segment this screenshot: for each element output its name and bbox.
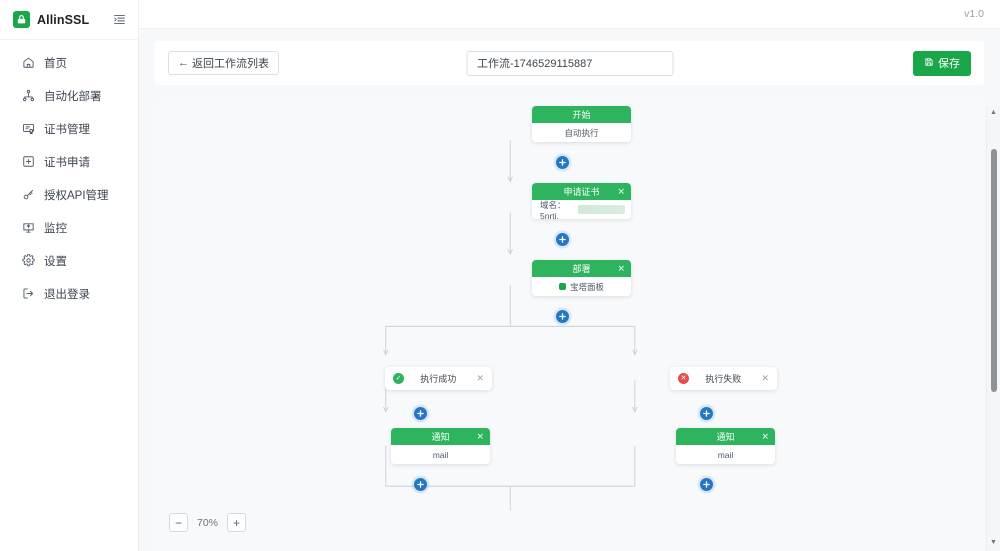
sidebar-nav: 首页 自动化部署 bbox=[0, 40, 138, 310]
node-subtitle: mail bbox=[717, 449, 734, 460]
home-icon bbox=[21, 56, 35, 70]
node-header: 申请证书 ✕ bbox=[532, 183, 631, 200]
add-node-button[interactable] bbox=[556, 310, 569, 323]
add-node-button[interactable] bbox=[414, 478, 427, 491]
zoom-level-label: 70% bbox=[197, 516, 219, 529]
sidebar-item-home[interactable]: 首页 bbox=[0, 46, 138, 79]
key-icon bbox=[21, 188, 35, 202]
node-body: mail bbox=[391, 445, 490, 464]
failure-cross-icon: ✕ bbox=[678, 373, 689, 384]
sitemap-icon bbox=[21, 89, 35, 103]
flow-node-start[interactable]: 开始 自动执行 bbox=[532, 106, 631, 142]
save-icon bbox=[924, 57, 934, 70]
node-title: 执行失败 bbox=[705, 374, 742, 384]
sidebar-item-label: 首页 bbox=[44, 57, 67, 70]
node-header: 部署 ✕ bbox=[532, 260, 631, 277]
node-header: 通知 ✕ bbox=[676, 428, 775, 445]
close-icon[interactable]: ✕ bbox=[761, 431, 769, 441]
close-icon[interactable]: ✕ bbox=[476, 431, 484, 441]
close-icon[interactable]: ✕ bbox=[617, 186, 625, 196]
node-header: 开始 bbox=[532, 106, 631, 123]
node-title: 执行成功 bbox=[420, 374, 457, 384]
arrow-left-icon: ← bbox=[178, 57, 189, 69]
close-icon[interactable]: ✕ bbox=[761, 373, 769, 383]
sidebar-item-label: 证书申请 bbox=[44, 156, 90, 169]
version-label: v1.0 bbox=[964, 8, 984, 20]
add-node-button[interactable] bbox=[556, 156, 569, 169]
node-subtitle: 宝塔面板 bbox=[569, 281, 604, 292]
node-body: 自动执行 bbox=[532, 123, 631, 142]
zoom-out-button[interactable]: − bbox=[169, 513, 188, 532]
node-title: 通知 bbox=[431, 432, 450, 442]
sidebar-item-label: 证书管理 bbox=[44, 123, 90, 136]
scroll-up-icon[interactable]: ▲ bbox=[990, 109, 997, 116]
main-area: v1.0 ← 返回工作流列表 保存 bbox=[139, 0, 1000, 551]
save-button-label: 保存 bbox=[938, 58, 960, 70]
brand-header: AllinSSL bbox=[0, 0, 138, 40]
flow-node-notify-success[interactable]: 通知 ✕ mail bbox=[391, 428, 490, 464]
sidebar-item-label: 授权API管理 bbox=[44, 189, 109, 202]
node-body: 域名：5nrtj. bbox=[532, 200, 631, 219]
sidebar-item-label: 设置 bbox=[44, 255, 67, 268]
flow-graph: 开始 自动执行 申请证书 ✕ bbox=[155, 97, 984, 551]
node-title: 通知 bbox=[716, 432, 735, 442]
scroll-down-icon[interactable]: ▼ bbox=[990, 539, 997, 546]
gear-icon bbox=[21, 254, 35, 268]
back-button-label: 返回工作流列表 bbox=[192, 58, 269, 70]
lock-icon bbox=[13, 11, 30, 28]
workflow-name-input[interactable] bbox=[466, 50, 673, 76]
zoom-controls: − 70% + bbox=[169, 513, 247, 532]
node-title: 开始 bbox=[572, 110, 591, 120]
add-node-button[interactable] bbox=[556, 233, 569, 246]
workflow-canvas[interactable]: 开始 自动执行 申请证书 ✕ bbox=[155, 97, 984, 551]
sidebar-item-label: 监控 bbox=[44, 222, 67, 235]
node-subtitle: mail bbox=[432, 449, 449, 460]
monitor-icon bbox=[21, 221, 35, 235]
flow-node-notify-failure[interactable]: 通知 ✕ mail bbox=[676, 428, 775, 464]
node-title: 部署 bbox=[572, 264, 591, 274]
node-subtitle: 自动执行 bbox=[564, 127, 599, 138]
content-area: ← 返回工作流列表 保存 bbox=[139, 29, 1000, 551]
save-button[interactable]: 保存 bbox=[913, 50, 971, 76]
node-body: 宝塔面板 bbox=[532, 277, 631, 296]
flow-node-exec-success[interactable]: ✓ 执行成功 ✕ bbox=[385, 367, 492, 390]
vertical-scrollbar[interactable]: ▲ ▼ bbox=[986, 106, 1000, 551]
node-header: 通知 ✕ bbox=[391, 428, 490, 445]
sidebar: AllinSSL 首页 bbox=[0, 0, 139, 551]
logout-icon bbox=[21, 287, 35, 301]
certificate-icon bbox=[21, 122, 35, 136]
plus-square-icon bbox=[21, 155, 35, 169]
flow-node-exec-failure[interactable]: ✕ 执行失败 ✕ bbox=[670, 367, 777, 390]
brand-name: AllinSSL bbox=[37, 12, 90, 27]
sidebar-item-api-auth[interactable]: 授权API管理 bbox=[0, 178, 138, 211]
sidebar-item-monitor[interactable]: 监控 bbox=[0, 211, 138, 244]
flow-node-apply-cert[interactable]: 申请证书 ✕ 域名：5nrtj. bbox=[532, 183, 631, 219]
node-subtitle: 域名：5nrtj. bbox=[540, 199, 566, 220]
collapse-menu-icon[interactable] bbox=[112, 12, 127, 27]
sidebar-item-label: 自动化部署 bbox=[44, 90, 102, 103]
close-icon[interactable]: ✕ bbox=[476, 373, 484, 383]
sidebar-item-logout[interactable]: 退出登录 bbox=[0, 277, 138, 310]
sidebar-item-label: 退出登录 bbox=[44, 288, 90, 301]
close-icon[interactable]: ✕ bbox=[617, 263, 625, 273]
add-node-button[interactable] bbox=[700, 407, 713, 420]
sidebar-item-settings[interactable]: 设置 bbox=[0, 244, 138, 277]
success-check-icon: ✓ bbox=[393, 373, 404, 384]
flow-connectors bbox=[155, 140, 984, 511]
bt-panel-icon bbox=[558, 283, 566, 290]
workflow-toolbar: ← 返回工作流列表 保存 bbox=[155, 41, 984, 85]
add-node-button[interactable] bbox=[700, 478, 713, 491]
scrollbar-thumb[interactable] bbox=[991, 149, 997, 392]
sidebar-item-auto-deploy[interactable]: 自动化部署 bbox=[0, 79, 138, 112]
zoom-in-button[interactable]: + bbox=[227, 513, 247, 532]
sidebar-item-cert-manage[interactable]: 证书管理 bbox=[0, 112, 138, 145]
flow-node-deploy[interactable]: 部署 ✕ 宝塔面板 bbox=[532, 260, 631, 296]
back-to-list-button[interactable]: ← 返回工作流列表 bbox=[168, 51, 279, 75]
top-bar: v1.0 bbox=[139, 0, 1000, 29]
node-body: mail bbox=[676, 445, 775, 464]
node-title: 申请证书 bbox=[563, 187, 600, 197]
sidebar-item-cert-apply[interactable]: 证书申请 bbox=[0, 145, 138, 178]
redacted-domain bbox=[577, 205, 625, 214]
add-node-button[interactable] bbox=[414, 407, 427, 420]
